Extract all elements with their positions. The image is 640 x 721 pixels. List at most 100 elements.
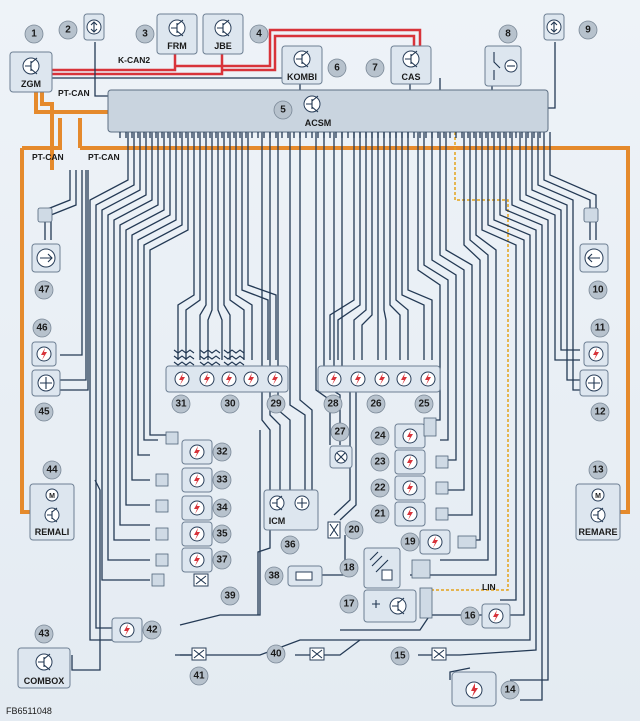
svg-text:28: 28 [327,399,339,410]
svg-text:11: 11 [595,323,606,334]
icm-label: ICM [269,516,286,526]
acsm-label: ACSM [305,118,332,128]
svg-text:16: 16 [464,611,476,622]
sensor-42 [111,617,143,643]
cas-unit: CAS [390,45,432,85]
frm-label: FRM [167,41,187,51]
sensor-46 [31,341,57,367]
svg-text:18: 18 [343,563,355,574]
wiring-harness [44,42,597,701]
badge-14: 14 [500,680,520,700]
kcan2-bus [52,28,422,79]
frm-unit: FRM [156,13,198,55]
svg-text:14: 14 [504,685,516,696]
svg-text:7: 7 [372,63,378,74]
sensor-19 [419,529,477,555]
svg-text:20: 20 [348,525,360,536]
badge-28: 28 [323,394,343,414]
badge-23: 23 [370,452,390,472]
svg-text:42: 42 [146,625,158,636]
lin-bus [430,132,509,591]
badge-20: 20 [344,520,364,540]
badge-12: 12 [590,402,610,422]
badge-8: 8 [498,24,518,44]
svg-text:44: 44 [46,465,58,476]
badge-29: 29 [266,394,286,414]
badge-45: 45 [34,402,54,422]
sensor-12 [579,369,609,397]
sensor-2 [83,13,105,41]
badge-30: 30 [220,394,240,414]
svg-text:8: 8 [505,29,511,40]
badge-17: 17 [339,594,359,614]
badge-21: 21 [370,504,390,524]
badge-18: 18 [339,558,359,578]
badge-26: 26 [366,394,386,414]
badge-11: 11 [590,318,610,338]
ptcan-label-left1: PT-CAN [32,152,64,162]
svg-text:45: 45 [38,407,50,418]
svg-text:33: 33 [216,475,228,486]
component-18 [363,547,431,589]
svg-text:37: 37 [216,555,228,566]
cas-label: CAS [401,72,420,82]
badge-6: 6 [327,58,347,78]
svg-text:47: 47 [38,285,50,296]
component-27 [329,445,353,469]
svg-text:5: 5 [280,105,286,116]
svg-text:21: 21 [374,509,386,520]
badge-3: 3 [135,24,155,44]
combox-unit: COMBOX [17,647,71,689]
svg-text:31: 31 [175,399,187,410]
badge-22: 22 [370,478,390,498]
sensor-9 [543,13,565,41]
remali-label: REMALI [35,527,70,537]
inline-connectors [191,647,447,661]
svg-text:46: 46 [36,323,48,334]
svg-text:39: 39 [224,591,236,602]
figure-id: FB6511048 [6,706,52,716]
svg-text:26: 26 [370,399,382,410]
svg-text:3: 3 [142,29,148,40]
remare-label: REMARE [578,527,617,537]
svg-text:6: 6 [334,63,340,74]
sensor-10 [579,207,609,273]
sensor-14 [451,671,497,707]
icm-unit: ICM [263,489,319,531]
badge-15: 15 [390,646,410,666]
acsm-unit: ACSM [107,89,549,138]
badge-10: 10 [588,280,608,300]
badge-37: 37 [212,550,232,570]
jbe-label: JBE [214,41,232,51]
component-20 [327,521,341,539]
badge-33: 33 [212,470,232,490]
svg-text:24: 24 [374,431,386,442]
switch-8 [484,45,522,87]
badge-1: 1 [24,24,44,44]
badge-32: 32 [212,442,232,462]
badge-38: 38 [264,566,284,586]
svg-text:36: 36 [284,540,296,551]
kcan2-label: K-CAN2 [118,55,150,65]
badge-44: 44 [42,460,62,480]
badge-36: 36 [280,535,300,555]
badge-7: 7 [365,58,385,78]
badge-47: 47 [34,280,54,300]
svg-text:43: 43 [38,629,50,640]
lin-label: LIN [482,582,496,592]
badge-2: 2 [58,20,78,40]
sensor-47 [31,207,61,273]
badge-9: 9 [578,20,598,40]
badge-42: 42 [142,620,162,640]
svg-text:35: 35 [216,529,228,540]
badge-41: 41 [189,666,209,686]
svg-text:40: 40 [270,649,282,660]
combox-label: COMBOX [24,676,65,686]
svg-text:2: 2 [65,25,71,36]
svg-text:12: 12 [594,407,606,418]
number-badges: 1 2 3 4 5 6 7 8 9 10 11 12 13 14 15 16 1… [24,20,610,700]
badge-19: 19 [400,532,420,552]
acsm-pins [119,132,541,138]
